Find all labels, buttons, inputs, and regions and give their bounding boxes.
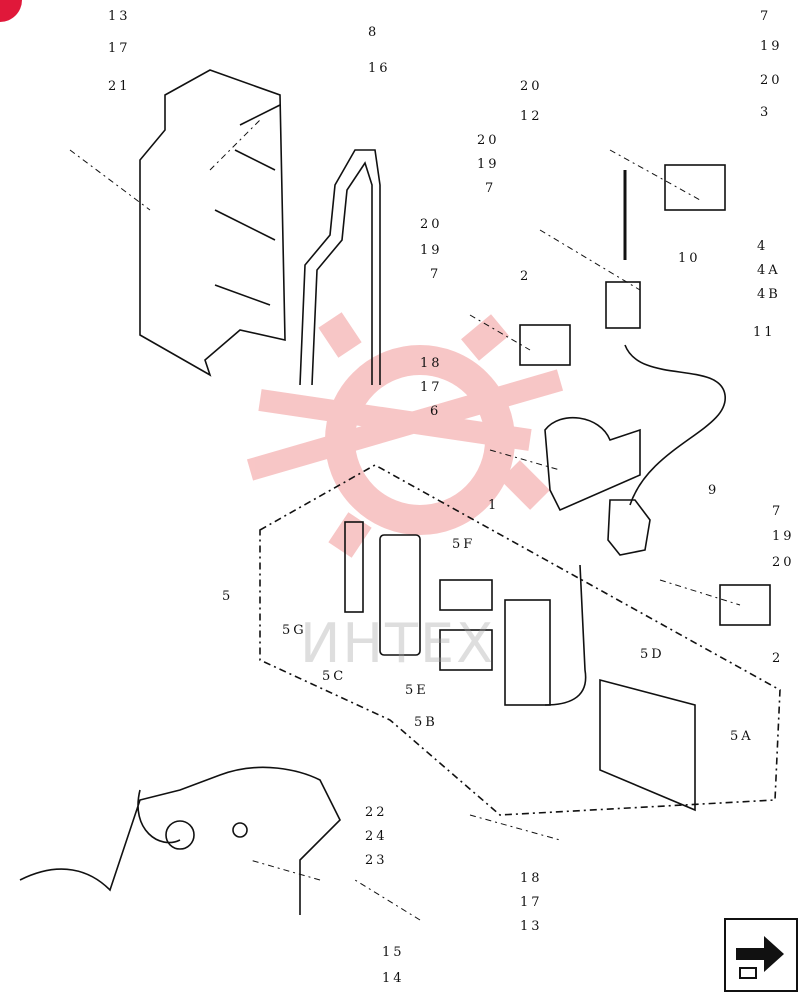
flasher-part-4 bbox=[605, 281, 641, 329]
fuse-cover-5C bbox=[379, 534, 421, 656]
callout-7-e: 7 bbox=[772, 504, 784, 519]
wire-part-5D bbox=[544, 564, 587, 706]
callout-23: 23 bbox=[365, 853, 388, 868]
next-page-button[interactable] bbox=[724, 918, 798, 992]
callout-2-upper: 2 bbox=[520, 269, 532, 284]
callout-5D: 5D bbox=[640, 647, 665, 662]
callout-6: 6 bbox=[430, 404, 442, 419]
callout-4A: 4A bbox=[757, 263, 781, 278]
watermark-text: ИНТЕХ bbox=[300, 612, 496, 675]
callout-5A: 5A bbox=[730, 729, 754, 744]
callout-20-c: 20 bbox=[477, 133, 500, 148]
callout-7-a: 7 bbox=[760, 9, 772, 24]
callout-2-lower: 2 bbox=[772, 651, 784, 666]
callout-17-top: 17 bbox=[108, 41, 131, 56]
callout-10: 10 bbox=[678, 251, 701, 266]
callout-5C: 5C bbox=[322, 669, 347, 684]
callout-21: 21 bbox=[108, 79, 131, 94]
cable-part-11 bbox=[624, 344, 726, 506]
callout-4: 4 bbox=[757, 239, 769, 254]
machine-frame bbox=[19, 766, 341, 915]
fuse-block-5B bbox=[504, 599, 551, 706]
watermark-logo bbox=[246, 312, 564, 558]
fuse-5E bbox=[439, 629, 493, 671]
callout-20-a: 20 bbox=[760, 73, 783, 88]
buzzer-part-1 bbox=[544, 416, 641, 512]
callout-18-mid: 18 bbox=[420, 356, 443, 371]
fuse-box-group-outline bbox=[259, 464, 781, 816]
callout-19-c: 19 bbox=[477, 157, 500, 172]
relay-part-3 bbox=[664, 164, 726, 211]
callout-3: 3 bbox=[760, 105, 772, 120]
bracket-part-9 bbox=[607, 499, 651, 556]
relay-part-2-upper bbox=[519, 324, 571, 366]
callout-16: 16 bbox=[368, 61, 391, 76]
bracket-part-16 bbox=[299, 149, 381, 386]
callout-18-bottom: 18 bbox=[520, 871, 543, 886]
callout-5G: 5G bbox=[282, 623, 307, 638]
callout-5F: 5F bbox=[452, 537, 476, 552]
callout-1: 1 bbox=[488, 498, 500, 513]
callout-19-a: 19 bbox=[760, 39, 783, 54]
callout-20-e: 20 bbox=[772, 555, 795, 570]
fuse-label-5G bbox=[344, 521, 364, 613]
callout-14: 14 bbox=[382, 971, 405, 986]
callout-19-e: 19 bbox=[772, 529, 795, 544]
next-page-arrow-icon bbox=[736, 936, 784, 979]
callout-22: 22 bbox=[365, 805, 388, 820]
relay-part-2-lower bbox=[719, 584, 771, 626]
callout-5E: 5E bbox=[405, 683, 429, 698]
callout-5B: 5B bbox=[414, 715, 438, 730]
callout-24: 24 bbox=[365, 829, 388, 844]
callout-13-top: 13 bbox=[108, 9, 131, 24]
callout-15: 15 bbox=[382, 945, 405, 960]
callout-8: 8 bbox=[368, 25, 380, 40]
cover-part-8 bbox=[139, 69, 286, 377]
callout-20-d: 20 bbox=[420, 217, 443, 232]
callout-17-bottom: 17 bbox=[520, 895, 543, 910]
callout-12: 12 bbox=[520, 109, 543, 124]
callout-5: 5 bbox=[222, 589, 234, 604]
callout-19-d: 19 bbox=[420, 243, 443, 258]
callout-20-b: 20 bbox=[520, 79, 543, 94]
callout-4B: 4B bbox=[757, 287, 781, 302]
fuse-5F bbox=[439, 579, 493, 611]
callout-9: 9 bbox=[708, 483, 720, 498]
callout-17-mid: 17 bbox=[420, 380, 443, 395]
callout-13-bottom: 13 bbox=[520, 919, 543, 934]
callout-7-d: 7 bbox=[430, 267, 442, 282]
callout-7-c: 7 bbox=[485, 181, 497, 196]
callout-11: 11 bbox=[753, 325, 776, 340]
plate-part-5A bbox=[599, 678, 696, 812]
